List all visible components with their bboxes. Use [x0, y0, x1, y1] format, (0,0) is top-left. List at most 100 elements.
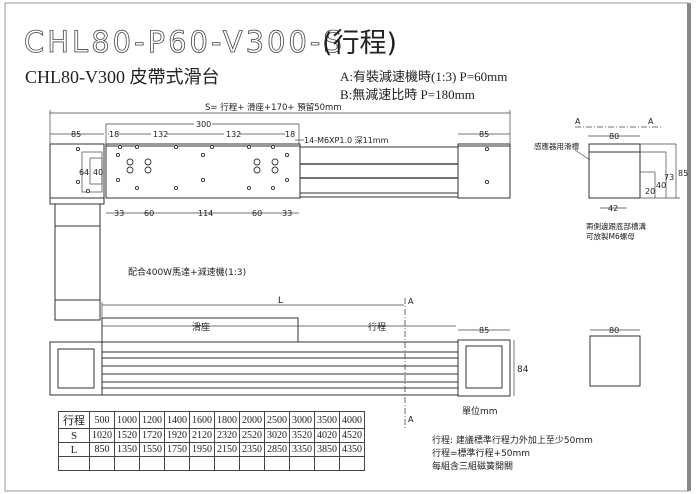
table-cell: 2000 — [239, 411, 265, 429]
dim-132-a: 132 — [153, 130, 168, 139]
section-note-1: 兩側邊跟底部槽溝 — [586, 221, 646, 231]
table-cell: 4000 — [339, 411, 365, 429]
mounting-hole — [173, 144, 179, 150]
mounting-hole — [484, 146, 490, 152]
table-cell: 3500 — [314, 411, 340, 429]
dim-300: 300 — [196, 120, 211, 129]
table-cell: 1720 — [139, 428, 165, 443]
motor-note: 配合400W馬達+減速機(1:3) — [128, 266, 246, 278]
table-cell: 1920 — [164, 428, 190, 443]
table-cell: 3000 — [289, 411, 315, 429]
table-cell: 2500 — [264, 411, 290, 429]
sensor-slot-label: 感應器用滑槽 — [534, 141, 579, 151]
table-cell — [114, 456, 140, 471]
counterbore-hole — [271, 158, 279, 166]
end-view — [589, 335, 641, 387]
table-cell: 3350 — [289, 442, 315, 457]
row-label: L — [58, 442, 90, 457]
mounting-hole — [85, 188, 91, 194]
table-cell: 500 — [89, 411, 115, 429]
table-cell: 1020 — [89, 428, 115, 443]
table-cell: 1350 — [114, 442, 140, 457]
mounting-hole — [270, 185, 276, 191]
counterbore-hole — [126, 158, 134, 166]
row-label — [58, 456, 90, 471]
s-formula: S= 行程+ 滑座+170+ 預留50mm — [205, 102, 342, 113]
table-cell: 1750 — [164, 442, 190, 457]
mounting-hole — [209, 144, 215, 150]
table-cell: 2120 — [189, 428, 215, 443]
row-label: 行程 — [58, 411, 90, 429]
table-cell: 1600 — [189, 411, 215, 429]
section-h85: 85 — [678, 169, 688, 178]
mounting-hole — [117, 144, 123, 150]
mounting-hole — [284, 152, 290, 158]
table-cell — [239, 456, 265, 471]
counterbore-hole — [253, 166, 261, 174]
dim-18-left: 18 — [109, 130, 119, 139]
table-cell: 2150 — [214, 442, 240, 457]
table-cell: 2520 — [239, 428, 265, 443]
table-cell: 3850 — [314, 442, 340, 457]
counterbore-hole — [144, 158, 152, 166]
table-cell — [89, 456, 115, 471]
table-cell: 3520 — [289, 428, 315, 443]
mounting-hole — [134, 144, 140, 150]
side-view: 配合400W馬達+減速機(1:3) L 滑座 行程 85 84 A A 80 — [49, 266, 641, 428]
dim-33-left: 33 — [114, 209, 124, 218]
table-cell: 1400 — [164, 411, 190, 429]
dim-64: 64 — [79, 168, 89, 177]
model-title: CHL80-P60-V300-S — [24, 25, 345, 59]
side-dim-84: 84 — [517, 365, 529, 375]
section-width: 80 — [609, 132, 619, 141]
table-cell: 2320 — [214, 428, 240, 443]
section-h40: 40 — [656, 181, 666, 190]
note-line-2: 行程=標準行程+50mm — [432, 447, 530, 459]
section-h20: 20 — [645, 187, 655, 196]
section-marker-a-top: A — [408, 297, 414, 306]
dim-114: 114 — [198, 209, 213, 218]
table-cell: 1000 — [114, 411, 140, 429]
section-view: A A 80 85 73 40 20 42 感應器用滑槽 兩側邊跟底部槽溝 可放… — [534, 117, 688, 241]
table-cell: 4350 — [339, 442, 365, 457]
dim-60-right: 60 — [252, 209, 262, 218]
section-label-a-right: A — [648, 117, 654, 126]
row-label: S — [58, 428, 90, 443]
counterbore-hole — [253, 158, 261, 166]
section-note-2: 可放製M6螺母 — [586, 231, 635, 241]
mounting-hole — [75, 179, 81, 185]
counterbore-hole — [271, 166, 279, 174]
table-cell: 1950 — [189, 442, 215, 457]
mounting-hole — [284, 177, 290, 183]
counterbore-hole — [144, 166, 152, 174]
note-a: A:有裝減速機時(1:3) P=60mm — [340, 69, 507, 84]
table-cell: 850 — [89, 442, 115, 457]
mounting-hole — [115, 152, 121, 158]
subtitle: CHL80-V300 皮帶式滑台 — [25, 67, 220, 87]
top-view: 300 85 85 18 132 132 18 14-M6XP1.0 深11mm… — [49, 118, 511, 321]
table-cell: 2350 — [239, 442, 265, 457]
dim-33-right: 33 — [282, 209, 292, 218]
note-line-3: 每組含三組磁簧開關 — [432, 460, 513, 472]
slider-plate — [105, 143, 301, 199]
side-dim-85: 85 — [479, 326, 489, 335]
table-cell: 1520 — [114, 428, 140, 443]
mounting-hole — [270, 144, 276, 150]
end-view-width: 80 — [609, 326, 619, 335]
counterbore-hole — [126, 166, 134, 174]
mounting-hole — [75, 146, 81, 152]
table-cell: 1800 — [214, 411, 240, 429]
slider-label: 滑座 — [192, 321, 210, 333]
unit-label: 單位mm — [462, 405, 498, 417]
table-cell: 1550 — [139, 442, 165, 457]
table-cell: 2850 — [264, 442, 290, 457]
section-label-a-left: A — [575, 117, 581, 126]
table-cell: 4520 — [339, 428, 365, 443]
dim-132-b: 132 — [226, 130, 241, 139]
note-line-1: 行程: 建議標準行程力外加上至少50mm — [432, 434, 593, 446]
mounting-hole — [246, 185, 252, 191]
